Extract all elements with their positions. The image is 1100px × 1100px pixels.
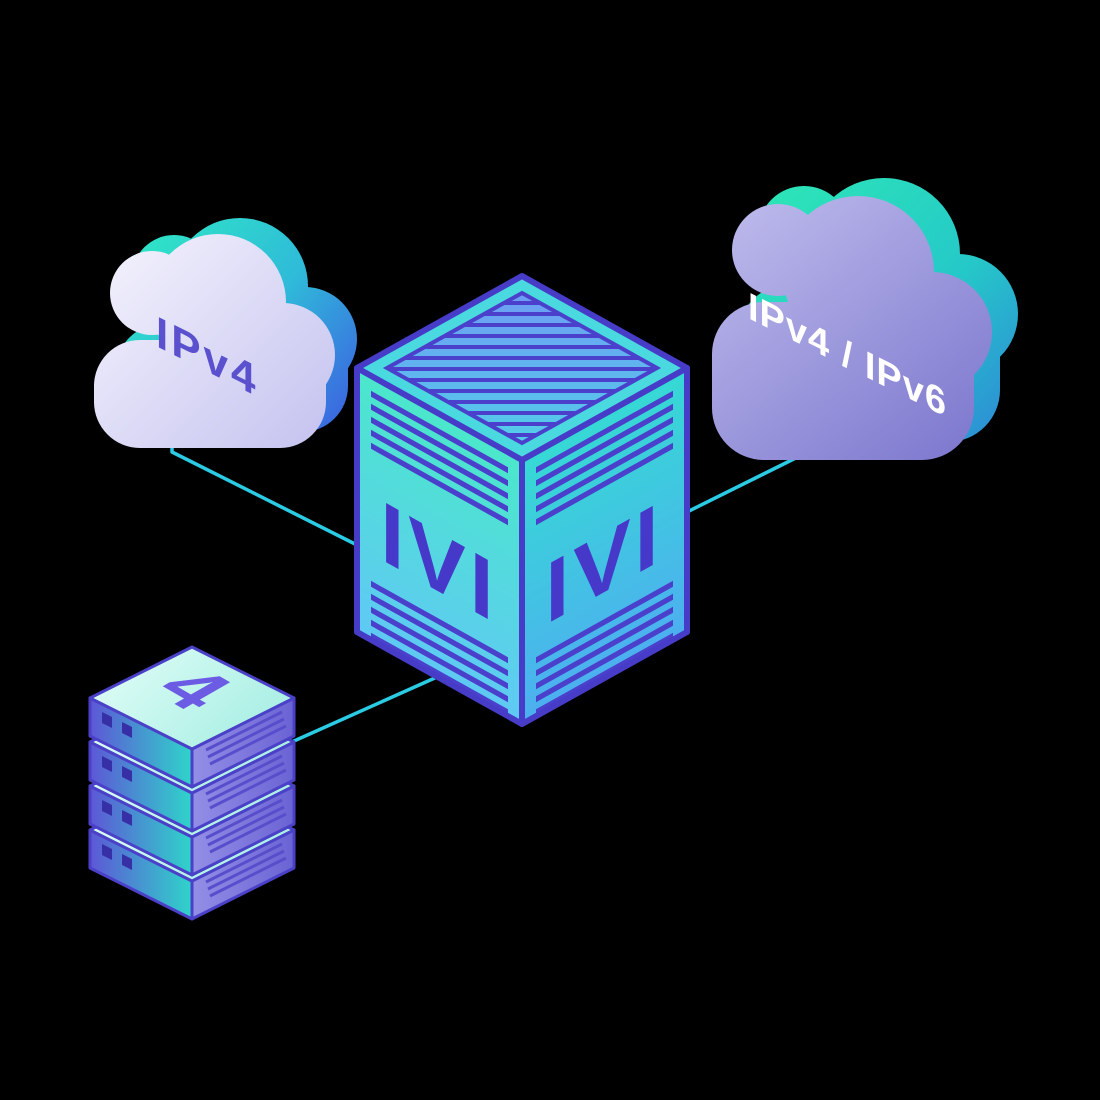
ivi-translator-cube: IVI IVI <box>354 273 690 727</box>
ipv4-cloud: IPv4 <box>94 218 357 448</box>
ivi-cube-right-face-stripes <box>536 390 673 716</box>
dual-stack-cloud-body <box>712 196 992 460</box>
ivi-cube-right-face: IVI <box>522 367 687 724</box>
connector-server-to-ivi <box>292 675 439 743</box>
ipv4-cloud-body <box>94 234 335 448</box>
ivi-cube-left-face-stripes <box>371 390 508 716</box>
server-stack: 4 <box>88 645 296 921</box>
ivi-cube-edges <box>354 273 690 727</box>
ivi-cube-left-face: IVI <box>357 368 522 725</box>
dual-stack-cloud: IPv4 / IPv6 <box>712 178 1018 460</box>
